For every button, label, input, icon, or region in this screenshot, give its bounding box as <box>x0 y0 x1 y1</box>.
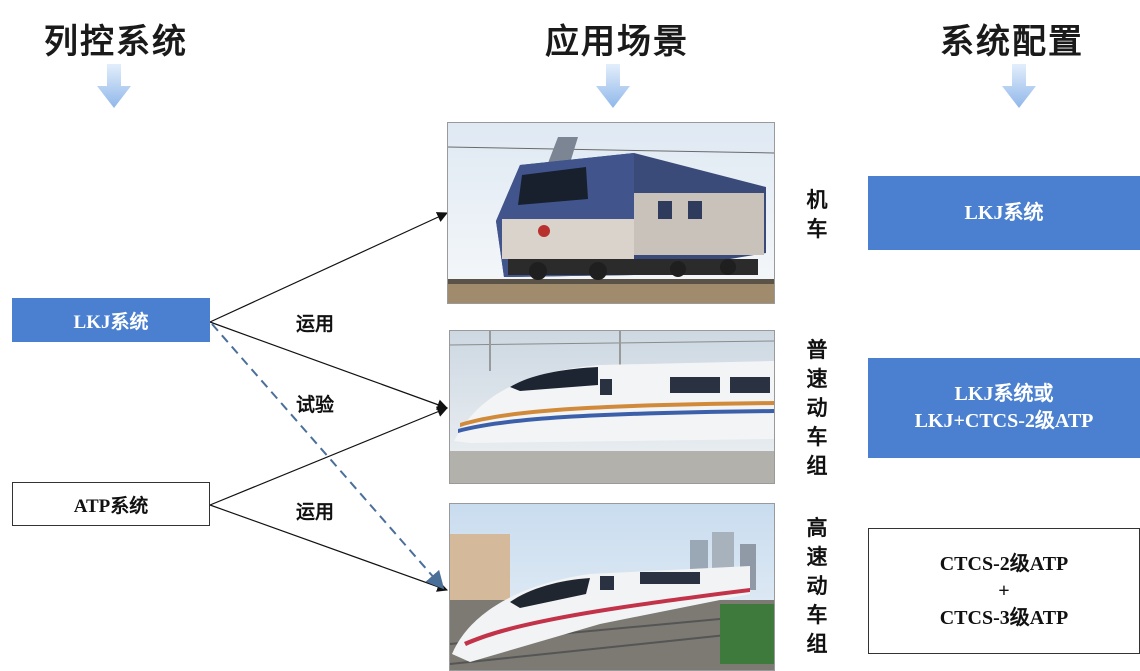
scenario-label-char: 动 <box>806 396 828 420</box>
atp-system-label: ATP系统 <box>73 495 149 517</box>
scenario-label-char: 组 <box>806 454 828 478</box>
edge-label-use-lower: 运用 <box>296 501 335 523</box>
down-arrow-icon <box>97 64 131 108</box>
edge-atp-to-conventional-emu <box>209 406 448 506</box>
config-box-conventional-emu: LKJ系统或 LKJ+CTCS-2级ATP <box>868 358 1140 458</box>
down-arrow-icon <box>596 64 630 108</box>
edge-lkj-to-locomotive <box>209 212 448 323</box>
conventional-emu-photo <box>449 330 775 484</box>
high-speed-emu-photo <box>449 503 775 671</box>
scenario-label-char: 机 <box>806 188 828 212</box>
lkj-system-box: LKJ系统 <box>12 298 210 342</box>
config-line: LKJ系统 <box>964 201 1044 224</box>
config-line: CTCS-3级ATP <box>939 606 1069 629</box>
scenario-label-high-speed-emu: 高 速 动 车 组 <box>802 514 832 659</box>
scenario-label-locomotive: 机 车 <box>802 186 832 244</box>
scenario-label-char: 组 <box>806 632 828 656</box>
config-line: LKJ系统或 <box>954 383 1054 405</box>
edge-lkj-trial-to-high-speed-emu <box>211 323 445 590</box>
scenario-label-char: 高 <box>806 516 828 540</box>
config-box-high-speed-emu: CTCS-2级ATP + CTCS-3级ATP <box>868 528 1140 654</box>
scenario-label-char: 速 <box>806 367 828 391</box>
edge-label-use-upper: 运用 <box>296 313 335 335</box>
header-scenario: 应用场景 <box>545 22 689 62</box>
edge-atp-to-high-speed-emu <box>209 504 449 592</box>
scenario-label-char: 车 <box>806 425 828 449</box>
config-line: LKJ+CTCS-2级ATP <box>914 410 1094 432</box>
atp-system-box: ATP系统 <box>12 482 210 526</box>
header-configuration: 系统配置 <box>940 22 1084 62</box>
edge-label-trial: 试验 <box>296 394 335 416</box>
scenario-label-conventional-emu: 普 速 动 车 组 <box>802 336 832 481</box>
scenario-label-char: 普 <box>806 338 828 362</box>
scenario-label-char: 动 <box>806 574 828 598</box>
down-arrow-icon <box>1002 64 1036 108</box>
header-control-system: 列控系统 <box>44 22 188 62</box>
scenario-label-char: 车 <box>806 217 828 241</box>
config-box-locomotive: LKJ系统 <box>868 176 1140 250</box>
lkj-system-label: LKJ系统 <box>73 311 149 333</box>
scenario-label-char: 速 <box>806 545 828 569</box>
locomotive-photo <box>447 122 775 304</box>
edge-lkj-to-conventional-emu <box>209 321 449 410</box>
scenario-label-char: 车 <box>806 603 828 627</box>
config-line: CTCS-2级ATP <box>939 552 1069 575</box>
config-line: + <box>998 579 1010 602</box>
